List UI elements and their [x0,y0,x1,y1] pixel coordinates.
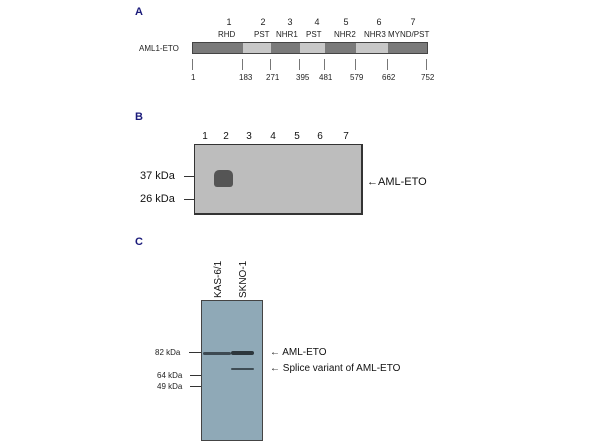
western-blot-c [201,300,263,441]
domain-segment-rhd [193,43,243,53]
domain-name: NHR3 [364,30,386,39]
domain-name: PST [254,30,270,39]
position-tick [387,59,388,70]
domain-number: 2 [260,17,266,27]
domain-segment-nhr3 [356,43,388,53]
marker-tick [184,199,194,200]
marker-64kda: 64 kDa [157,371,183,380]
marker-26kda: 26 kDa [140,193,175,205]
position-tick [299,59,300,70]
domain-name: NHR1 [276,30,298,39]
domain-number: 5 [343,17,349,27]
position-tick [324,59,325,70]
position-tick [192,59,193,70]
aml-eto-band-kas [203,352,231,355]
position-tick [426,59,427,70]
domain-bar [192,42,428,54]
domain-number: 3 [287,17,293,27]
domain-number: 6 [376,17,382,27]
lane-label: 6 [317,131,323,142]
position-number: 662 [382,73,396,82]
aml-eto-band-skno [231,351,254,355]
position-number: 752 [421,73,435,82]
domain-segment-nhr1 [271,43,300,53]
marker-tick [190,375,201,376]
domain-segment-pst [300,43,325,53]
band-label-aml-eto-c: ← AML-ETO [270,347,327,358]
domain-number: 7 [410,17,416,27]
marker-82kda: 82 kDa [155,348,181,357]
domain-name: PST [306,30,322,39]
construct-label: AML1-ETO [139,44,179,53]
lane-label: 1 [202,131,208,142]
position-number: 481 [319,73,333,82]
lane-label: 3 [246,131,252,142]
marker-37kda: 37 kDa [140,170,175,182]
lane-label-skno: SKNO-1 [238,260,249,298]
panel-a-letter: A [135,6,143,18]
position-number: 183 [239,73,253,82]
domain-segment-mynd-pst [388,43,427,53]
domain-name: NHR2 [334,30,356,39]
splice-variant-band-skno [231,368,254,370]
marker-tick [189,352,201,353]
position-tick [242,59,243,70]
western-blot-b [194,144,363,215]
position-number: 1 [191,73,196,82]
domain-segment-pst [243,43,271,53]
marker-49kda: 49 kDa [157,382,183,391]
panel-c-letter: C [135,236,143,248]
band-label-splice-variant: ← Splice variant of AML-ETO [270,363,401,374]
position-tick [355,59,356,70]
marker-tick [184,176,194,177]
domain-name: MYND/PST [388,30,430,39]
lane-label: 7 [343,131,349,142]
position-number: 579 [350,73,364,82]
lane-label: 4 [270,131,276,142]
lane-label: 5 [294,131,300,142]
band-label-aml-eto: ←AML-ETO [367,176,427,188]
position-number: 395 [296,73,310,82]
lane-label-kas: KAS-6/1 [213,260,224,298]
domain-number: 1 [226,17,232,27]
position-number: 271 [266,73,280,82]
lane-label: 2 [223,131,229,142]
panel-b-letter: B [135,111,143,123]
domain-name: RHD [218,30,236,39]
marker-tick [190,386,201,387]
position-tick [270,59,271,70]
domain-number: 4 [314,17,320,27]
aml-eto-band [214,170,233,187]
domain-segment-nhr2 [325,43,356,53]
